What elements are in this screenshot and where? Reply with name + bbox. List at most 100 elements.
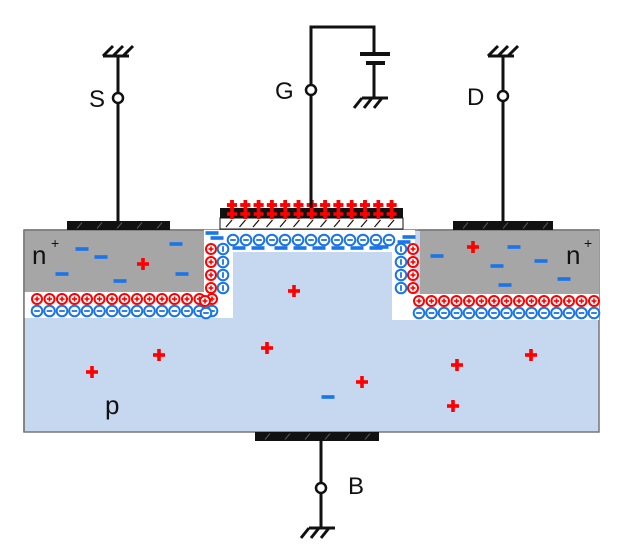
fixed-positive-ion: [407, 269, 419, 281]
drain-electron: [534, 259, 548, 263]
substrate-hole: [451, 359, 463, 371]
fixed-positive-ion: [538, 295, 550, 307]
fixed-negative-ion: [93, 304, 106, 318]
fixed-positive-ion: [181, 293, 193, 305]
fixed-positive-ion: [43, 293, 56, 305]
channel-electron: [293, 246, 307, 250]
substrate-hole: [288, 285, 300, 297]
substrate-label: p: [105, 390, 119, 420]
fixed-positive-ion: [563, 295, 575, 307]
fixed-negative-ion: [412, 306, 426, 320]
fixed-positive-ion: [550, 295, 563, 307]
fixed-positive-ion: [407, 256, 419, 268]
channel-electron: [402, 235, 416, 239]
fixed-positive-ion: [118, 293, 131, 305]
source-region-superscript: +: [51, 235, 59, 251]
substrate-hole: [525, 349, 537, 361]
substrate-hole: [261, 342, 273, 354]
fixed-negative-ion: [394, 242, 408, 256]
fixed-negative-ion: [180, 304, 194, 318]
fixed-negative-ion: [382, 233, 396, 247]
fixed-positive-ion: [168, 293, 181, 305]
fixed-negative-ion: [216, 255, 230, 269]
gate-terminal[interactable]: [304, 83, 318, 97]
fixed-positive-ion: [68, 293, 81, 305]
fixed-negative-ion: [437, 306, 451, 320]
fixed-positive-ion: [525, 295, 538, 307]
drain-electron: [430, 254, 444, 258]
fixed-negative-ion: [226, 233, 240, 247]
fixed-positive-ion: [31, 293, 43, 305]
fixed-negative-ion: [216, 268, 230, 282]
channel-electron: [232, 246, 246, 250]
fixed-negative-ion: [356, 233, 370, 247]
fixed-positive-ion: [463, 295, 475, 307]
gate-label: G: [275, 78, 294, 105]
fixed-positive-ion: [106, 293, 118, 305]
fixed-positive-ion: [450, 295, 463, 307]
fixed-negative-ion: [216, 281, 230, 295]
fixed-negative-ion: [252, 233, 266, 247]
fixed-negative-ion: [425, 306, 438, 320]
fixed-negative-ion: [68, 304, 81, 318]
drain-region-superscript: +: [584, 235, 592, 251]
fixed-negative-ion: [562, 306, 576, 320]
source-ground-icon: [101, 44, 135, 58]
fixed-positive-ion: [93, 293, 106, 305]
fixed-negative-ion: [550, 306, 563, 320]
fixed-positive-ion: [488, 295, 500, 307]
fixed-positive-ion: [588, 295, 600, 307]
fixed-negative-ion: [330, 233, 344, 247]
source-contact: [67, 221, 170, 230]
fixed-positive-ion: [205, 256, 217, 268]
channel-electron: [375, 245, 389, 249]
fixed-negative-ion: [587, 306, 601, 320]
drain-label: D: [467, 84, 484, 111]
contacts-layer: [67, 200, 553, 441]
grounds: [101, 44, 520, 539]
fixed-positive-ion: [413, 295, 425, 307]
fixed-positive-ion: [205, 243, 217, 255]
source-electron: [55, 272, 69, 276]
channel-electron: [312, 246, 326, 250]
substrate-hole: [86, 366, 98, 378]
fixed-negative-ion: [369, 233, 383, 247]
fixed-negative-ion: [394, 281, 408, 295]
drain-electron: [557, 277, 571, 281]
source-electron: [169, 242, 183, 246]
drain-terminal[interactable]: [496, 89, 510, 103]
fixed-positive-ion: [475, 295, 488, 307]
fixed-negative-ion: [525, 306, 538, 320]
fixed-negative-ion: [118, 304, 131, 318]
fixed-negative-ion: [168, 304, 181, 318]
fixed-positive-ion: [575, 295, 588, 307]
body-label: B: [348, 473, 364, 500]
fixed-negative-ion: [130, 304, 144, 318]
substrate-electron: [321, 395, 335, 399]
channel-electron: [205, 231, 219, 235]
source-region-label: n: [32, 240, 46, 270]
fixed-negative-ion: [239, 233, 253, 247]
drain-contact: [453, 221, 553, 230]
fixed-negative-ion: [155, 304, 169, 318]
gate-ground-icon: [352, 96, 388, 109]
fixed-positive-ion: [407, 282, 419, 294]
drain-electron: [490, 264, 504, 268]
fixed-negative-ion: [199, 306, 213, 320]
body-terminal[interactable]: [314, 481, 328, 495]
fixed-positive-ion: [407, 243, 419, 255]
source-electron: [113, 279, 127, 283]
fixed-negative-ion: [487, 306, 501, 320]
fixed-negative-ion: [512, 306, 526, 320]
channel-electron: [331, 246, 345, 250]
fixed-negative-ion: [343, 233, 357, 247]
drain-positive-charge: [467, 241, 479, 253]
source-electron: [75, 247, 89, 251]
fixed-negative-ion: [462, 306, 476, 320]
fixed-negative-ion: [291, 233, 305, 247]
drain-ground-icon: [486, 44, 520, 58]
source-electron: [94, 255, 108, 259]
source-terminal[interactable]: [111, 91, 125, 105]
substrate-hole: [356, 376, 368, 388]
